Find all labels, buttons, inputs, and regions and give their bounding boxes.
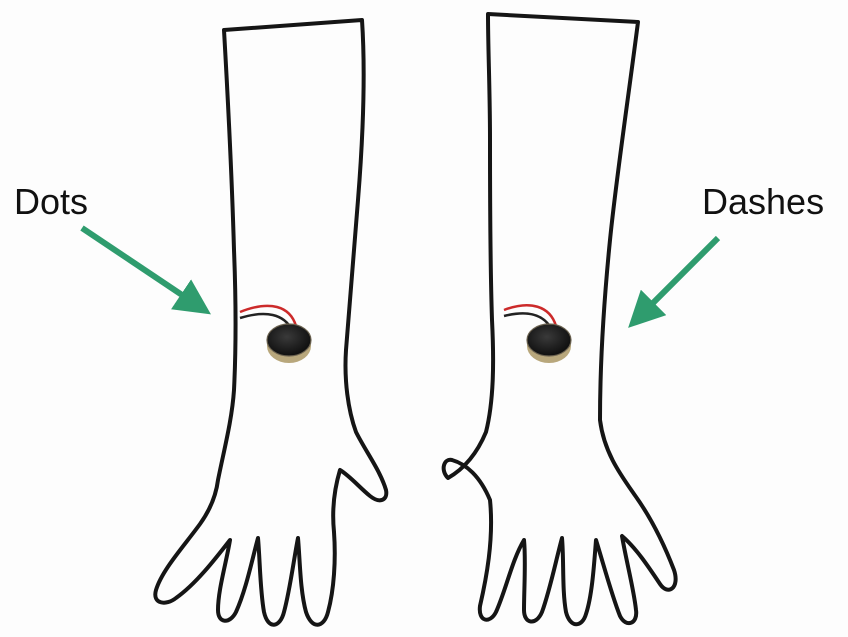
left-arm-outline [155,20,386,625]
arrow-icon [82,228,197,305]
vibration-motor-icon [504,305,571,363]
label-dashes: Dashes [702,184,824,220]
vibration-motor-icon [240,306,311,363]
arrow-icon [640,238,718,316]
right-arm-outline [444,14,676,624]
label-dots: Dots [14,184,88,220]
